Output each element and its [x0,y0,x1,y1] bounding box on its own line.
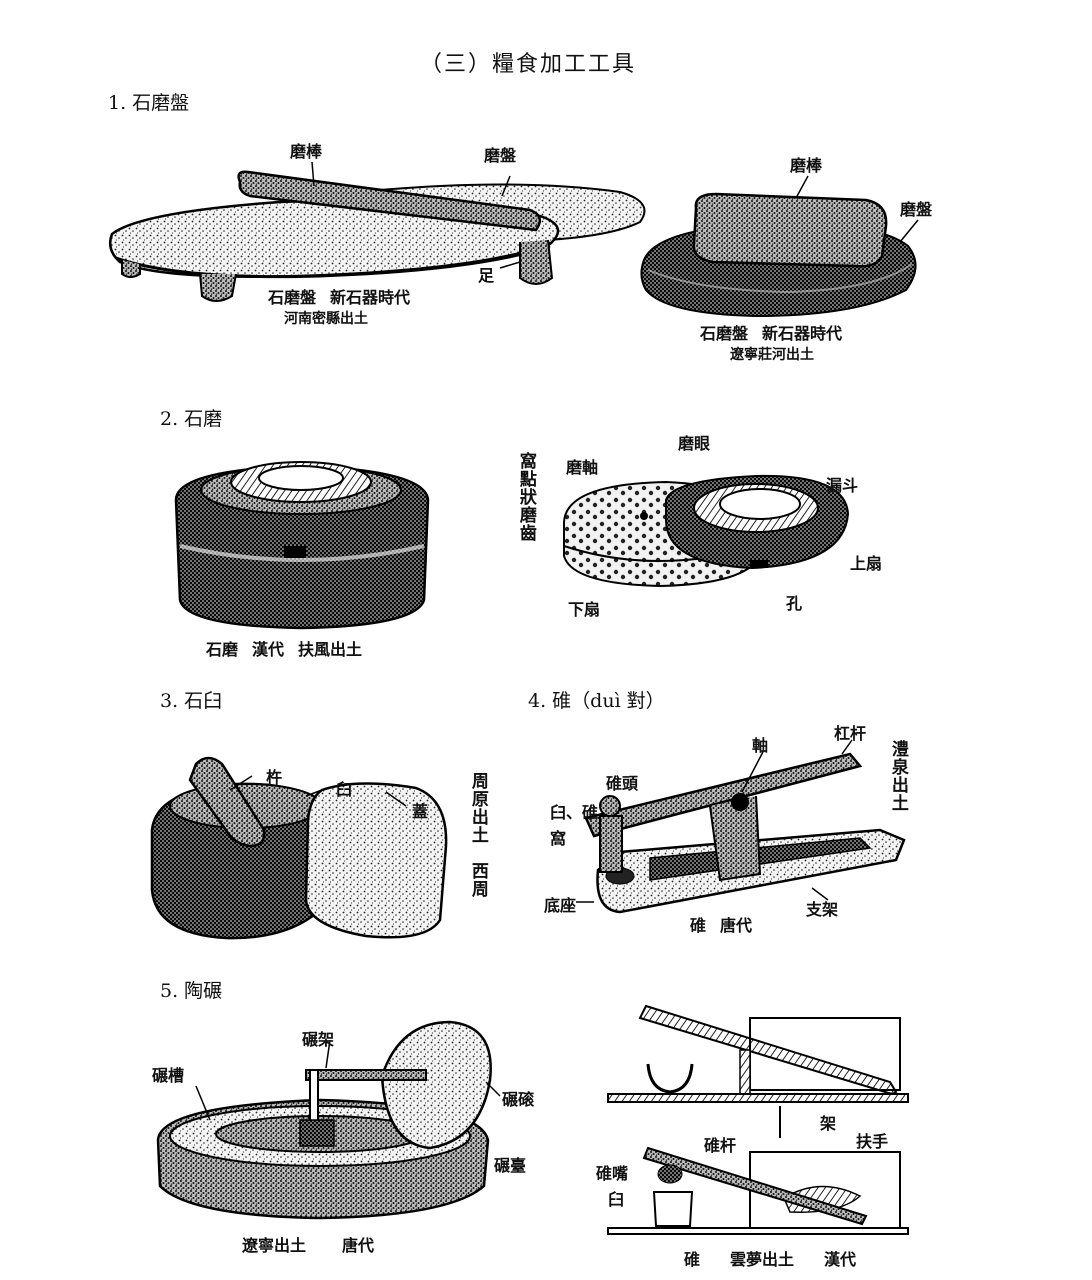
label-foot: 足 [478,266,495,285]
label-lower-stone: 下扇 [568,600,601,619]
side-origin-fig3: 周原出土 [467,772,488,844]
label-han-head: 碓嘴 [596,1164,629,1183]
side-origin-fig4: 澧泉出土 [887,740,908,812]
section-heading-3: 3. 石臼 [160,690,223,712]
label-lever: 杠杆 [834,724,867,743]
label-roller-wheel: 碾磙 [502,1090,535,1109]
caption-fig5a-era: 唐代 [342,1236,375,1255]
tilt-hammer-diagram-han [607,1004,909,1235]
label-funnel: 漏斗 [826,476,859,495]
label-support: 支架 [806,900,839,919]
label-lid: 蓋 [412,802,429,821]
caption-fig1b: 石磨盤 新石器時代 [700,320,842,344]
caption-fig1b-origin: 遼寧莊河出土 [730,347,814,363]
label-hammer-head: 碓頭 [606,774,639,793]
caption-fig5a: 遼寧出土 唐代 [242,1232,374,1256]
stone-mill-exploded-illustration [563,474,850,588]
label-roller-trough: 碾槽 [152,1066,185,1085]
label-han-mortar: 臼 [608,1190,625,1209]
label-mortar-nest: 臼、碓窩 [550,803,599,848]
section-heading-2: 2. 石磨 [160,408,223,430]
section-heading-1: 1. 石磨盤 [108,92,190,114]
label-dimpled-teeth: 窩點狀磨齒 [515,452,536,542]
stone-mortar-illustration [150,756,448,940]
caption-fig4-era: 唐代 [720,916,753,935]
tilt-hammer-illustration [576,739,906,914]
caption-fig2a-era: 漢代 [252,640,285,659]
label-hole: 孔 [786,594,803,613]
pottery-roller-mill-illustration [156,1020,501,1220]
caption-fig1a-origin: 河南密縣出土 [284,311,368,327]
grinding-slab-illustration-henan [109,161,646,302]
label-grinding-plate-b: 磨盤 [900,200,933,219]
label-han-lever: 碓杆 [704,1136,737,1155]
caption-fig2a-origin: 扶風出土 [298,640,363,659]
caption-fig4-name: 碓 [690,916,707,935]
caption-fig5b-era: 漢代 [824,1250,857,1269]
label-mill-eye: 磨眼 [678,434,711,453]
stone-mill-illustration [174,461,430,630]
page-title: （三）糧食加工工具 [420,52,637,77]
label-han-handle: 扶手 [856,1132,889,1151]
caption-fig1a-era: 新石器時代 [330,288,411,307]
label-grinding-plate: 磨盤 [484,146,517,165]
label-roller-frame: 碾架 [302,1030,335,1049]
label-axle: 軸 [752,736,769,755]
caption-fig1b-name: 石磨盤 [700,324,749,343]
caption-fig1a-name: 石磨盤 [268,288,317,307]
side-era-fig3: 西周 [467,862,488,898]
label-base: 底座 [544,896,577,915]
caption-fig5b-origin: 雲夢出土 [730,1250,795,1269]
label-roller-platform: 碾臺 [494,1156,527,1175]
label-mill-axle: 磨軸 [566,458,599,477]
caption-fig5a-origin: 遼寧出土 [242,1236,307,1255]
caption-fig1b-era: 新石器時代 [762,324,843,343]
section-heading-5: 5. 陶碾 [160,980,223,1002]
caption-fig4: 碓 唐代 [690,912,752,936]
section-heading-4: 4. 碓（duì 對） [528,690,665,712]
caption-fig5b-name: 碓 [684,1250,701,1269]
caption-fig5b: 碓 雲夢出土 漢代 [684,1246,856,1270]
label-grinding-stick-b: 磨棒 [790,156,823,175]
grinding-slab-illustration-liaoning [640,175,919,318]
label-pestle: 杵 [266,768,283,787]
caption-fig2a-name: 石磨 [206,640,239,659]
caption-fig2a: 石磨 漢代 扶風出土 [206,636,362,660]
label-han-frame: 架 [820,1114,837,1133]
caption-fig1a: 石磨盤 新石器時代 [268,284,410,308]
label-grinding-stick: 磨棒 [290,142,323,161]
label-mortar: 臼 [336,780,353,799]
label-upper-stone: 上扇 [850,554,883,573]
